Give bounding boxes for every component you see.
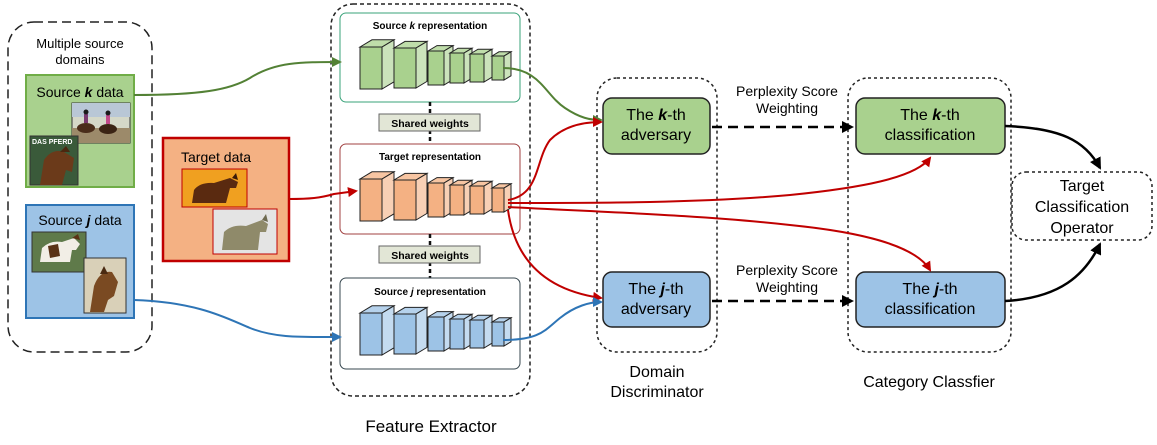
source-k-representation-title: Source k representation [373, 21, 488, 32]
cnn-layer-face [491, 187, 505, 213]
cnn-layer-face [381, 170, 395, 222]
cnn-layer-face [483, 314, 493, 349]
feature-extractor-caption: Feature Extractor [365, 417, 497, 436]
cnn-layer-face [393, 179, 417, 221]
weighting-bottom-line2: Weighting [756, 279, 818, 295]
target-operator-line2: Classification [1035, 199, 1129, 216]
cnn-layer-face [449, 184, 465, 216]
cnn-layer-face [393, 47, 417, 89]
target-operator-line1: Target [1060, 178, 1105, 195]
arrow-j-class-to-operator [1004, 242, 1102, 303]
cnn-layer-face [415, 306, 428, 355]
target-operator-box [1011, 171, 1153, 241]
sources-panel-title-line2: domains [55, 52, 105, 67]
shared-weights-box-2 [378, 245, 481, 264]
shared-weights-label-1: Shared weights [391, 118, 469, 130]
k-adversary-label-line1: The k-th [626, 107, 686, 124]
statue-horse-image [212, 208, 278, 255]
j-adversary-box [602, 271, 711, 328]
cnn-layer-face [469, 185, 485, 215]
cnn-layer-face [427, 316, 445, 352]
k-adversary-box [602, 97, 711, 155]
cnn-layer-face [503, 316, 512, 347]
cnn-layer-face [491, 55, 505, 81]
shared-weights-label-2: Shared weights [391, 250, 469, 262]
k-adversary-label-line2: adversary [621, 127, 691, 144]
source-k-data-label: Source k data [36, 84, 123, 100]
cnn-layer-face [359, 46, 383, 90]
horse-head-image [83, 257, 127, 314]
cnn-layer-face [483, 180, 493, 215]
target-data-label: Target data [181, 149, 251, 165]
cnn-layer-face [469, 319, 485, 349]
weighting-top-line2: Weighting [756, 100, 818, 116]
j-classification-label-line2: classification [885, 301, 976, 318]
domain-discriminator-caption-line1: Domain [629, 364, 684, 381]
source-j-cnn [358, 304, 513, 356]
horse-riders-image [71, 102, 131, 144]
book-cover-title: DAS PFERD [32, 139, 72, 146]
shared-weights-box-1 [378, 113, 481, 132]
arrow-target-rep-to-k-adversary [507, 117, 603, 201]
j-adversary-label-line1: The j-th [628, 281, 683, 298]
cnn-layer-face [415, 172, 428, 221]
cnn-layer-face [415, 40, 428, 89]
cnn-layer-face [393, 313, 417, 355]
arrow-j-rep-to-j-adversary [502, 297, 603, 341]
cnn-layer-face [381, 304, 395, 356]
k-classification-label-line1: The k-th [900, 107, 960, 124]
target-representation-title: Target representation [379, 152, 481, 163]
cnn-layer-face [491, 321, 505, 347]
arrow-k-rep-to-k-adversary [502, 67, 603, 125]
target-operator-line3: Operator [1050, 220, 1114, 237]
sources-panel-title-line1: Multiple source [36, 36, 123, 51]
book-cover-image: DAS PFERD [29, 135, 79, 186]
j-adversary-label-line2: adversary [621, 301, 691, 318]
category-classifier-panel [847, 77, 1012, 353]
arrow-target-rep-to-k-class [507, 156, 932, 204]
feature-extractor-panel [330, 3, 531, 397]
cnn-layer-face [359, 178, 383, 222]
arrow-k-class-to-operator [1004, 124, 1102, 170]
arrow-source-k-to-extractor [133, 57, 342, 96]
sources-panel [7, 21, 153, 353]
cnn-layer-face [427, 50, 445, 86]
weighting-bottom-line1: Perplexity Score [736, 262, 838, 278]
cnn-layer-face [449, 318, 465, 350]
k-classification-label-line2: classification [885, 127, 976, 144]
source-j-data-label: Source j data [38, 212, 121, 228]
arrow-target-rep-to-j-adversary [507, 209, 603, 302]
pinto-horse-image [31, 231, 87, 273]
source-j-representation-title: Source j representation [374, 287, 486, 298]
cnn-layer-face [381, 38, 395, 90]
cnn-layer-face [483, 48, 493, 83]
brown-horse-image [181, 168, 248, 208]
weighting-top-line1: Perplexity Score [736, 83, 838, 99]
j-classification-label-line1: The j-th [902, 281, 957, 298]
arrow-target-rep-to-j-class [507, 206, 932, 272]
source-k-cnn [358, 38, 513, 90]
cnn-layer-face [503, 50, 512, 81]
j-classification-box [855, 271, 1006, 328]
category-classifier-caption: Category Classfier [863, 374, 995, 391]
cnn-layer-face [449, 52, 465, 84]
domain-discriminator-caption-line2: Discriminator [610, 384, 704, 401]
arrow-target-to-extractor [288, 187, 358, 200]
domain-discriminator-panel [596, 77, 718, 353]
cnn-layer-face [469, 53, 485, 83]
cnn-layer-face [427, 182, 445, 218]
cnn-layer-face [359, 312, 383, 356]
arrow-source-j-to-extractor [133, 299, 342, 343]
